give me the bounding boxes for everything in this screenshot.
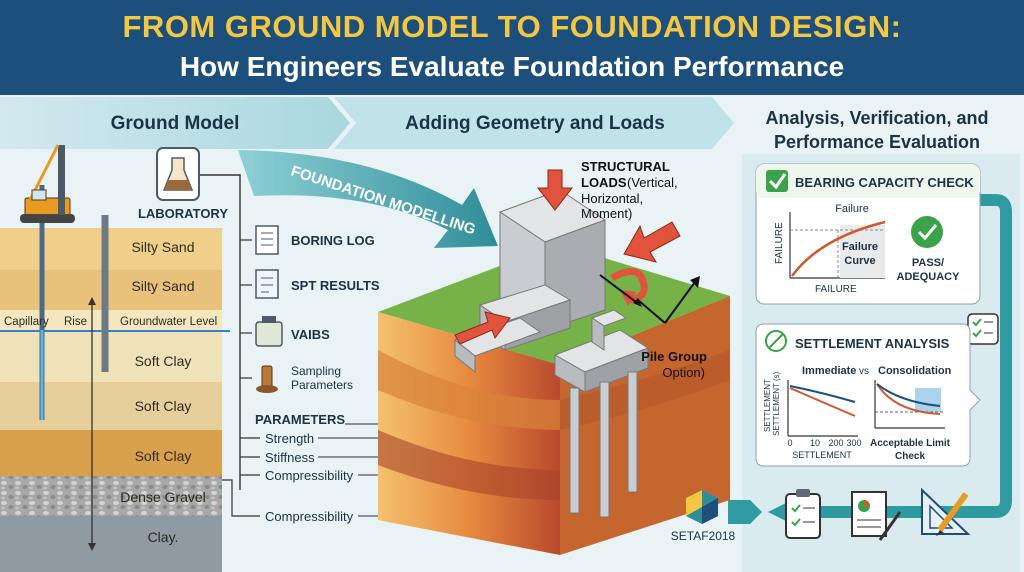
loads-detail-3: Moment) (581, 206, 632, 221)
loads-detail-1: (Vertical, (627, 175, 678, 190)
analysis-panel: BEARING CAPACITY CHECK FAILURE FAILURE F… (728, 154, 1020, 572)
load-arrows (454, 169, 700, 345)
failure-curve-1: Failure (842, 241, 878, 253)
pile-group-2: Option) (662, 365, 705, 380)
limit-line-2: Check (895, 451, 925, 462)
loads-title-2: LOADS (581, 175, 627, 190)
clipboard-icon (785, 489, 821, 539)
pass-line-1: PASS/ (912, 257, 944, 269)
layer-soft-clay-3: Soft Clay (135, 448, 192, 464)
sampling-line-1: Sampling (291, 364, 341, 378)
layer-soft-clay-2: Soft Clay (135, 398, 192, 414)
spt-sheet-icon (255, 269, 279, 299)
step-band: Ground Model Adding Geometry and Loads A… (0, 97, 989, 152)
param-compressibility: Compressibility (265, 468, 354, 483)
tick-300: 300 (846, 438, 861, 448)
tick-200: 200 (828, 438, 843, 448)
bearing-x-axis: FAILURE (815, 284, 857, 295)
header-banner: FROM GROUND MODEL TO FOUNDATION DESIGN: … (0, 0, 1024, 95)
settlement-card: SETTLEMENT ANALYSIS Immediate vs Consoli… (755, 323, 981, 467)
checkmark-icon (766, 170, 788, 192)
consolidation-label: Consolidation (878, 365, 952, 377)
vs-label: vs (859, 366, 869, 377)
tick-0: 0 (787, 438, 792, 448)
boring-log-label: BORING LOG (291, 233, 375, 248)
failure-curve-2: Curve (844, 255, 875, 267)
settlement-title: SETTLEMENT ANALYSIS (795, 336, 950, 351)
settlement-x-axis: SETTLEMENT (792, 450, 852, 460)
pile-group-1: Pile Group (641, 349, 707, 364)
compressibility-extra: Compressibility (265, 509, 354, 524)
no-settlement-icon (765, 330, 787, 352)
vaibs-label: VAIBS (291, 327, 330, 342)
groundwater-label: Groundwater Level (120, 316, 217, 328)
settlement-y-axis-2: SETTLEMENT (s) (772, 371, 781, 436)
consolidation-chart: Acceptable Limit Check (870, 380, 951, 462)
tick-10: 10 (810, 438, 820, 448)
report-icon (851, 491, 902, 541)
pencil-ruler-icon (921, 487, 971, 536)
sampling-line-2: Parameters (291, 378, 353, 392)
checklist-icon (967, 313, 999, 345)
capillary-label: Capillary (4, 316, 49, 328)
layer-dense-gravel: Dense Gravel (120, 489, 206, 505)
limit-line-1: Acceptable Limit (870, 438, 951, 449)
layer-clay: Clay. (148, 529, 179, 545)
layer-soft-clay-1: Soft Clay (135, 353, 192, 369)
bearing-chart: FAILURE FAILURE Failure Failure Curve (774, 203, 886, 295)
sample-jar-icon (255, 316, 283, 347)
structural-loads-text: STRUCTURAL LOADS (Vertical, Horizontal, … (581, 159, 707, 380)
main-title: FROM GROUND MODEL TO FOUNDATION DESIGN: (122, 9, 902, 44)
bearing-title: BEARING CAPACITY CHECK (795, 175, 974, 190)
spt-results-label: SPT RESULTS (291, 278, 380, 293)
sampler-icon (256, 365, 278, 393)
bearing-y-axis: FAILURE (774, 222, 785, 264)
loads-title-1: STRUCTURAL (581, 159, 670, 174)
subtitle: How Engineers Evaluate Foundation Perfor… (179, 51, 845, 82)
settlement-y-axis-1: SETTLEMENT (763, 379, 772, 432)
rise-label: Rise (64, 316, 87, 328)
step-geometry: Adding Geometry and Loads (405, 113, 665, 134)
bearing-failure-label: Failure (835, 203, 869, 215)
step-analysis-2: Performance Evaluation (774, 132, 980, 152)
parameters-title: PARAMETERS (255, 412, 345, 427)
pass-check-icon (911, 216, 943, 248)
param-strength: Strength (265, 431, 314, 446)
settlement-chart: SETTLEMENT SETTLEMENT (s) 0 10 200 300 S… (763, 371, 862, 460)
immediate-label: Immediate (802, 365, 856, 377)
layer-silty-sand-1: Silty Sand (131, 239, 194, 255)
step-ground-model: Ground Model (111, 113, 240, 134)
laboratory-section: LABORATORY BORING LOG SPT RESULTS VAIBS (138, 147, 561, 524)
pass-line-2: ADEQUACY (897, 271, 961, 283)
laboratory-label: LABORATORY (138, 206, 228, 221)
soil-profile: Silty Sand Silty Sand Soft Clay Soft Cla… (0, 185, 230, 572)
bearing-capacity-card: BEARING CAPACITY CHECK FAILURE FAILURE F… (755, 163, 981, 305)
param-stiffness: Stiffness (265, 450, 315, 465)
drill-rig-icon (20, 144, 75, 223)
setaf-logo: SETAF2018 (671, 490, 736, 543)
flask-icon (162, 157, 194, 191)
step-analysis-1: Analysis, Verification, and (765, 108, 988, 128)
logo-text: SETAF2018 (671, 529, 736, 543)
loads-detail-2: Horizontal, (581, 191, 643, 206)
document-icon (255, 225, 279, 255)
layer-silty-sand-2: Silty Sand (131, 278, 194, 294)
